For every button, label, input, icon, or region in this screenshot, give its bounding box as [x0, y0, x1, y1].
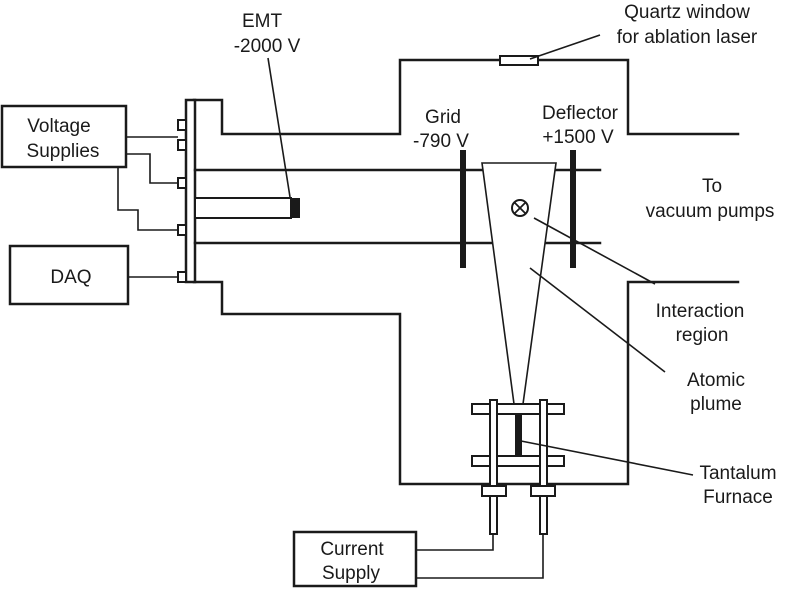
emt-label: EMT: [242, 11, 283, 32]
flange: [184, 98, 197, 284]
wiring: [117, 136, 544, 579]
voltage-supplies-sublabel: Supplies: [27, 141, 100, 162]
svg-text:plume: plume: [690, 394, 742, 415]
svg-text:region: region: [676, 325, 729, 346]
quartz-window-sublabel: for ablation laser: [617, 27, 758, 48]
tantalum-furnace-label: Tantalum: [699, 463, 776, 484]
vacuum-pumps-sublabel: vacuum pumps: [646, 201, 775, 222]
svg-text:Interaction: Interaction: [656, 301, 745, 322]
svg-text:Quartz window: Quartz window: [624, 2, 750, 23]
vacuum-pumps-label: To: [702, 176, 722, 197]
svg-text:Tantalum: Tantalum: [699, 463, 776, 484]
svg-text:Atomic: Atomic: [687, 370, 745, 391]
svg-text:EMT: EMT: [242, 11, 283, 32]
svg-text:vacuum pumps: vacuum pumps: [646, 201, 775, 222]
svg-text:-790 V: -790 V: [413, 131, 469, 152]
svg-text:Supply: Supply: [322, 563, 381, 584]
tantalum-furnace-assembly: [471, 399, 565, 535]
svg-text:for ablation laser: for ablation laser: [617, 27, 758, 48]
daq-label: DAQ: [50, 267, 91, 288]
grid-label: Grid: [425, 107, 461, 128]
deflector-voltage-label: +1500 V: [542, 127, 614, 148]
daq-box: [8, 244, 130, 306]
current-supply-sublabel: Supply: [322, 563, 381, 584]
current-supply-label: Current: [320, 539, 384, 560]
atomic-plume-sublabel: plume: [690, 394, 742, 415]
interaction-region-marker: [511, 199, 529, 217]
deflector-label: Deflector: [542, 103, 619, 124]
vacuum-chamber-outline: [192, 58, 740, 486]
svg-text:Supplies: Supplies: [27, 141, 100, 162]
interaction-region-label: Interaction: [656, 301, 745, 322]
svg-text:+1500 V: +1500 V: [542, 127, 614, 148]
grid-voltage-label: -790 V: [413, 131, 469, 152]
svg-text:-2000 V: -2000 V: [234, 36, 301, 57]
svg-text:Furnace: Furnace: [703, 487, 773, 508]
label-leader-lines: [520, 34, 694, 476]
emt-leader-line: [267, 57, 291, 198]
voltage-supplies-label: Voltage: [27, 116, 90, 137]
svg-text:Grid: Grid: [425, 107, 461, 128]
svg-text:Current: Current: [320, 539, 384, 560]
svg-text:Deflector: Deflector: [542, 103, 619, 124]
current-supply-box: [292, 530, 418, 588]
svg-text:DAQ: DAQ: [50, 267, 91, 288]
tantalum-furnace-sublabel: Furnace: [703, 487, 773, 508]
quartz-window: [499, 55, 539, 66]
interaction-region-sublabel: region: [676, 325, 729, 346]
emt-detector: [194, 197, 300, 219]
quartz-window-label: Quartz window: [624, 2, 750, 23]
emt-voltage-label: -2000 V: [234, 36, 301, 57]
atomic-plume-label: Atomic: [687, 370, 745, 391]
svg-text:To: To: [702, 176, 722, 197]
svg-text:Voltage: Voltage: [27, 116, 90, 137]
